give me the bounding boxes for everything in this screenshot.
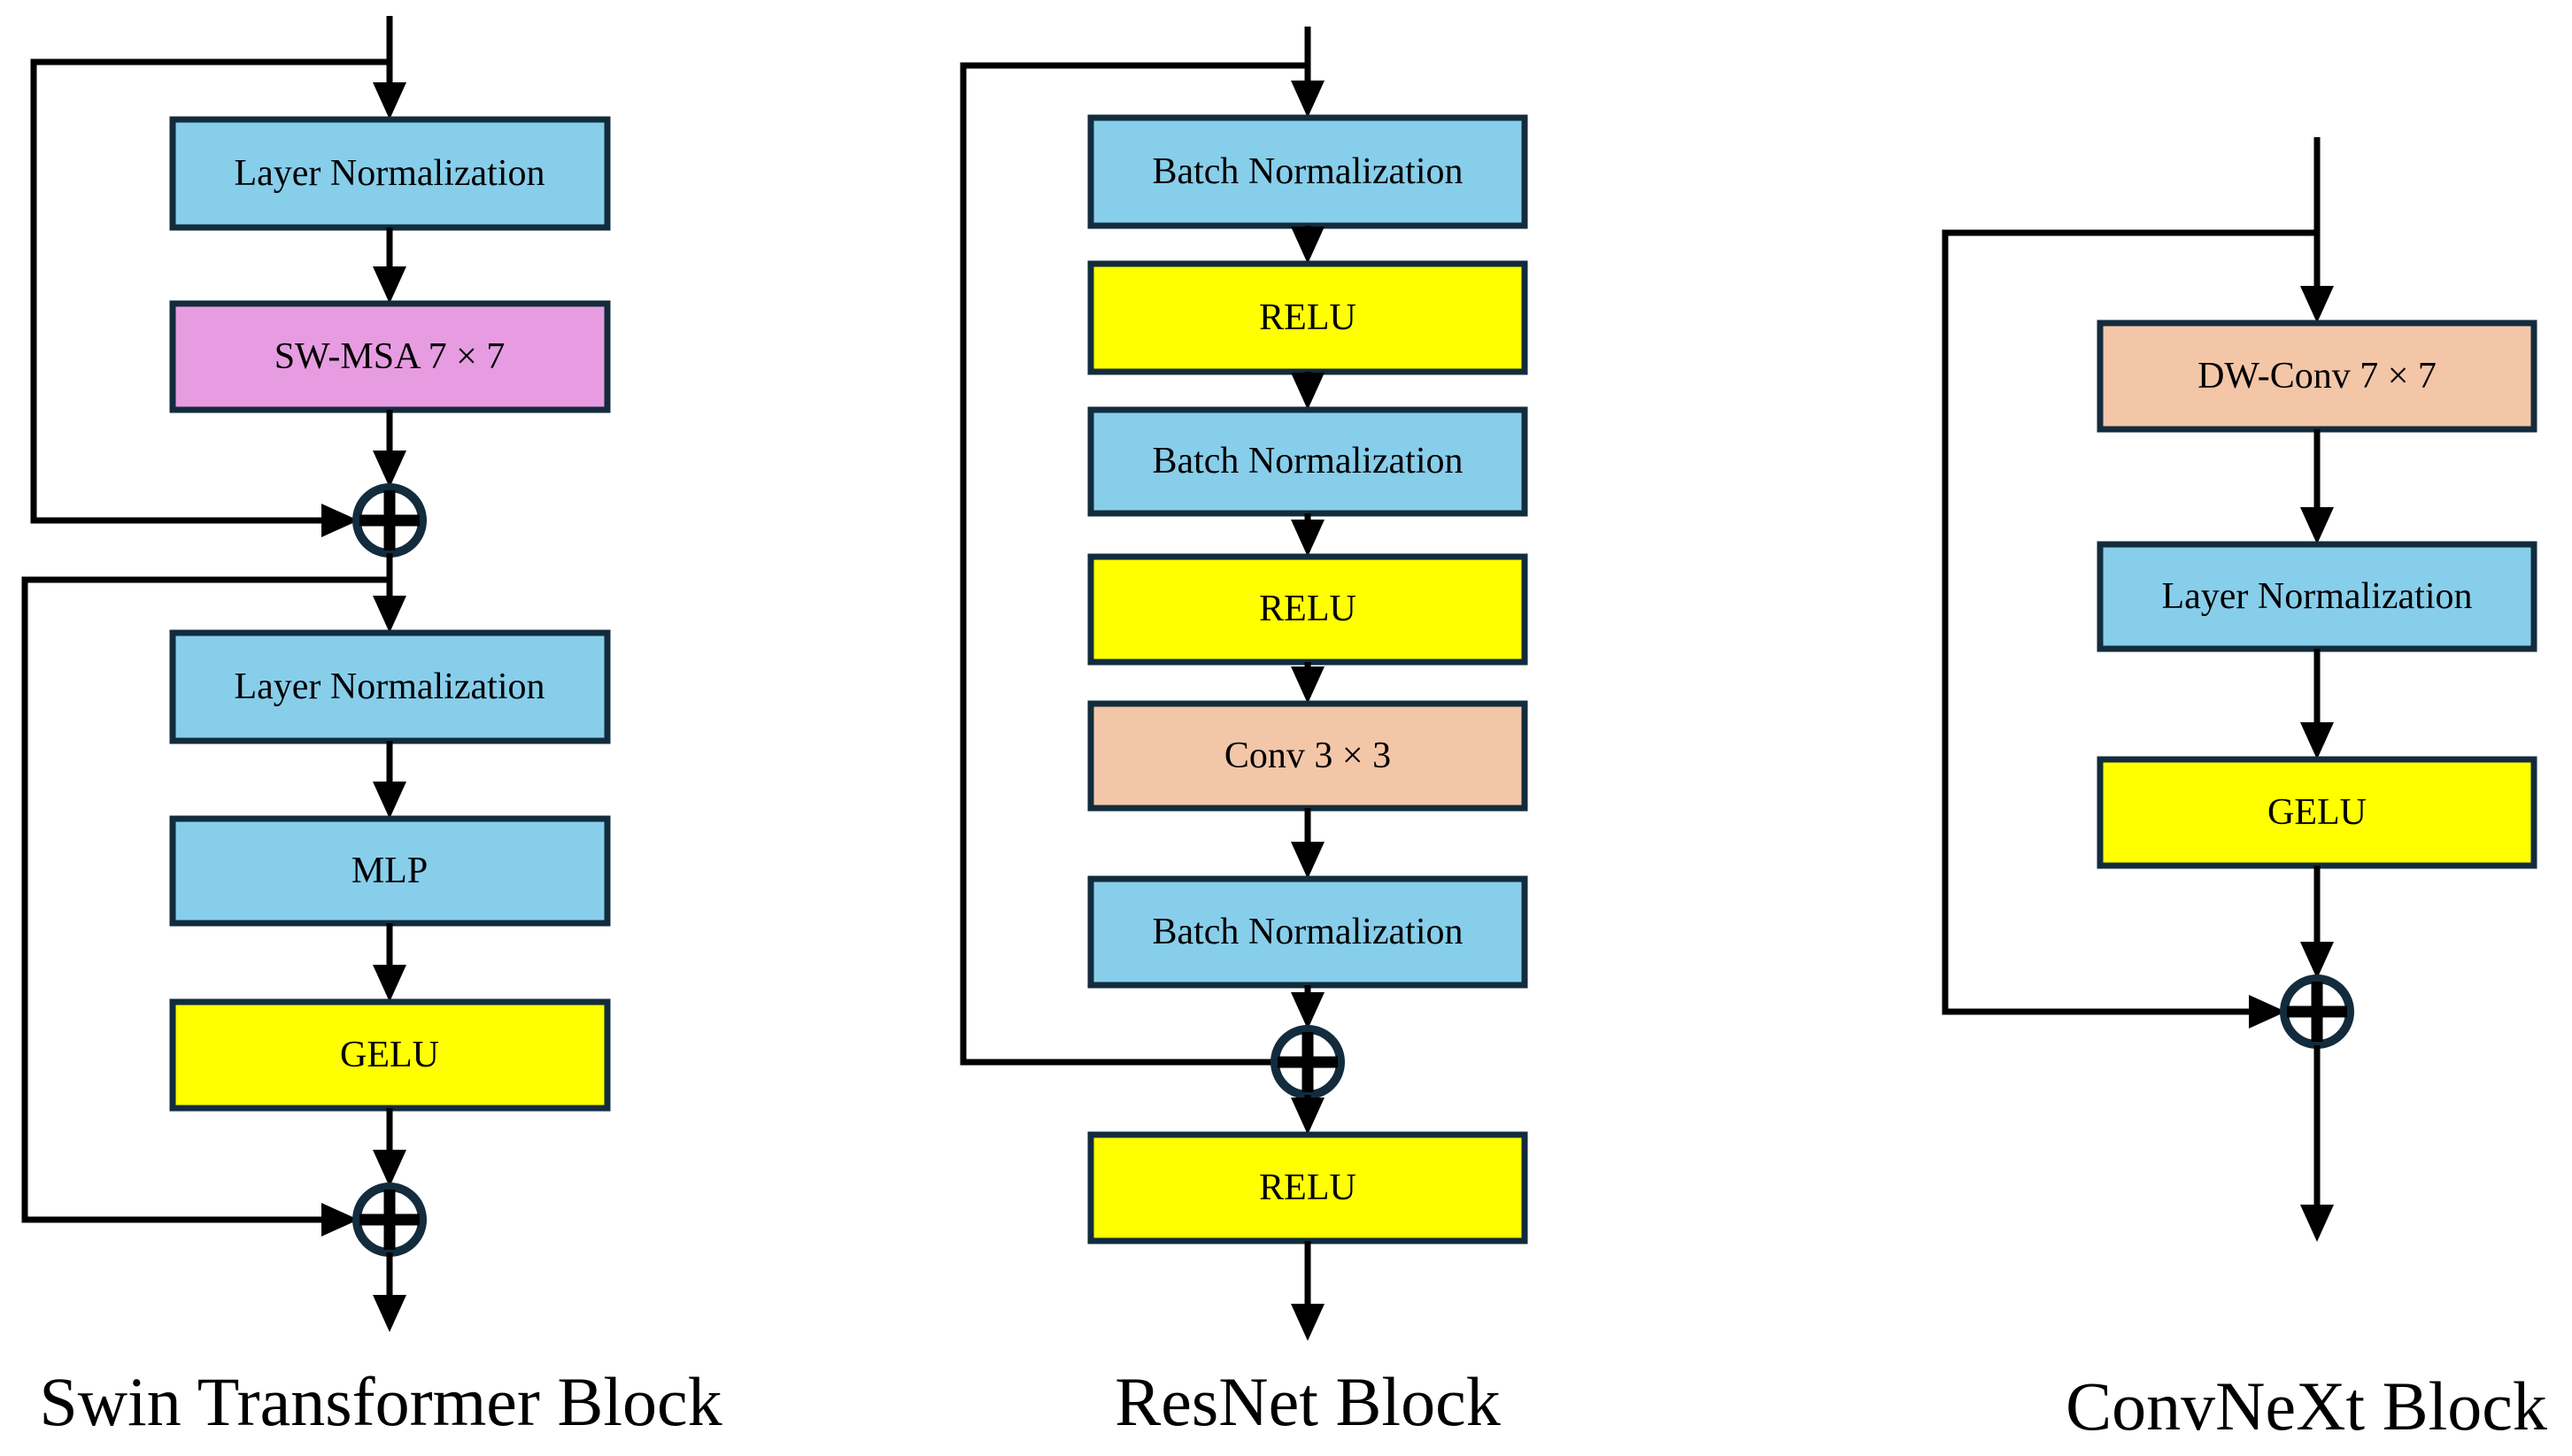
resnet-arrowhead-icon — [1291, 1098, 1325, 1135]
swin-arrowhead-icon — [373, 451, 406, 488]
resnet-arrowhead-icon — [1291, 842, 1325, 879]
convnext-input-arrowhead-icon — [2300, 286, 2334, 323]
block-relu-2 — [1087, 553, 1528, 666]
resnet-arrowhead-icon — [1291, 227, 1325, 264]
resnet-arrowhead-icon — [1291, 666, 1325, 704]
resnet-sum-plus-icon — [1278, 1032, 1338, 1092]
swin-output-arrowhead-icon — [373, 1295, 406, 1332]
block-label: DW-Conv 7 × 7 — [2197, 356, 2437, 397]
swin-sum-plus-icon — [359, 1190, 420, 1250]
swin-arrowhead-icon — [373, 1150, 406, 1187]
convnext-column-title: ConvNeXt Block — [2066, 1367, 2547, 1444]
resnet-input-arrowhead-icon — [1291, 81, 1325, 118]
block-layer-normalization-1 — [169, 116, 611, 231]
swin-skip2-line — [21, 576, 390, 1223]
block-batch-normalization-3 — [1087, 875, 1528, 989]
resnet-column-title: ResNet Block — [1115, 1363, 1500, 1440]
block-batch-normalization-1 — [1087, 114, 1528, 229]
block-label: Batch Normalization — [1152, 151, 1463, 192]
resnet-arrowhead-icon — [1291, 992, 1325, 1029]
convnext-sum-plus-icon — [2287, 982, 2347, 1042]
convnext-arrowhead-icon — [2300, 722, 2334, 759]
convnext-arrowhead-icon — [2300, 942, 2334, 979]
block-relu-3 — [1087, 1131, 1528, 1244]
block-label: Layer Normalization — [234, 666, 545, 707]
swin-skip1-line — [30, 58, 390, 524]
block-label: Conv 3 × 3 — [1224, 736, 1391, 776]
block-label: Batch Normalization — [1152, 441, 1463, 481]
swin-arrowhead-icon — [373, 596, 406, 633]
block-relu-1 — [1087, 260, 1528, 375]
resnet-skip-line — [960, 62, 1308, 1066]
block-batch-normalization-2 — [1087, 406, 1528, 517]
resnet-arrowhead-icon — [1291, 373, 1325, 410]
block-gelu-convnext — [2097, 756, 2537, 869]
swin-arrowhead-icon — [373, 782, 406, 819]
block-label: RELU — [1259, 297, 1356, 338]
block-label: RELU — [1259, 1167, 1356, 1208]
block-label: GELU — [340, 1035, 439, 1075]
block-label: RELU — [1259, 589, 1356, 629]
convnext-column: DW-Conv 7 × 7 Layer Normalization GELU C… — [1942, 137, 2547, 1444]
block-label: Layer Normalization — [234, 153, 545, 194]
swin-column-title: Swin Transformer Block — [39, 1363, 722, 1440]
block-label: GELU — [2267, 792, 2367, 833]
swin-sum-plus-icon — [359, 490, 420, 551]
block-mlp — [169, 815, 611, 927]
convnext-arrowhead-icon — [2300, 507, 2334, 544]
swin-arrowhead-icon — [373, 965, 406, 1002]
block-layer-normalization-convnext — [2097, 541, 2537, 652]
convnext-output-arrowhead-icon — [2300, 1205, 2334, 1242]
block-label: SW-MSA 7 × 7 — [274, 336, 506, 377]
swin-arrowhead-icon — [373, 266, 406, 304]
swin-column: Layer Normalization SW-MSA 7 × 7 Layer N… — [21, 16, 722, 1440]
resnet-output-arrowhead-icon — [1291, 1304, 1325, 1341]
swin-skip1-arrowhead-icon — [321, 504, 359, 537]
block-label: MLP — [351, 851, 428, 891]
block-label: Batch Normalization — [1152, 912, 1463, 952]
resnet-column: Batch Normalization RELU Batch Normaliza… — [960, 27, 1528, 1440]
resnet-arrowhead-icon — [1291, 520, 1325, 557]
block-layer-normalization-2 — [169, 629, 611, 744]
block-label: Layer Normalization — [2161, 576, 2472, 617]
swin-input-arrowhead-icon — [373, 82, 406, 119]
convnext-skip-line — [1942, 229, 2317, 1015]
swin-skip2-arrowhead-icon — [321, 1203, 359, 1236]
convnext-skip-arrowhead-icon — [2249, 995, 2286, 1028]
